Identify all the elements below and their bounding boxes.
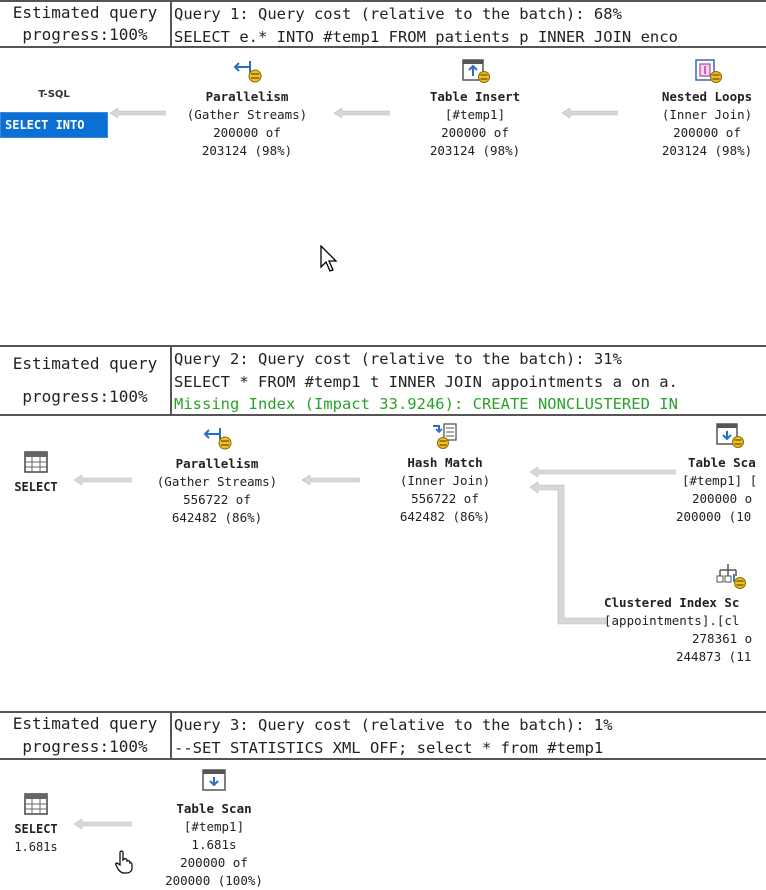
flow-arrow <box>110 108 166 118</box>
node-estimate: 203124 (98%) <box>661 143 753 158</box>
flow-arrow <box>562 108 618 118</box>
flow-arrow <box>74 475 132 485</box>
node-title: Table Sca <box>688 455 756 470</box>
table-scan-icon <box>716 423 744 448</box>
select-into-node[interactable]: SELECT INTO <box>0 112 108 138</box>
table-scan-node[interactable]: Table Scan [#temp1] 1.681s 200000 of 200… <box>146 768 282 890</box>
estimated-label: Estimated query <box>12 3 158 22</box>
table-scan-node[interactable]: Table Sca [#temp1] [ 200000 o 200000 (10 <box>674 422 766 526</box>
hand-pointer-icon <box>115 850 133 874</box>
select-icon <box>24 793 48 815</box>
node-estimate: 200000 (100%) <box>165 873 263 888</box>
tsql-label: T-SQL <box>38 89 70 100</box>
progress-label: progress:100% <box>22 387 148 407</box>
query2-info: Query 2: Query cost (relative to the bat… <box>174 347 766 414</box>
table-scan-icon <box>202 769 226 791</box>
node-title: Parallelism <box>175 456 259 471</box>
flow-arrow <box>334 108 390 118</box>
nested-loops-node[interactable]: Nested Loops (Inner Join) 200000 of 2031… <box>636 58 766 160</box>
parallelism-icon <box>203 428 232 450</box>
hash-match-node[interactable]: Hash Match (Inner Join) 556722 of 642482… <box>374 422 516 526</box>
node-estimate: 203124 (98%) <box>201 143 293 158</box>
table-insert-icon <box>462 59 490 83</box>
node-rows: 556722 of <box>183 492 251 507</box>
query3-sql: --SET STATISTICS XML OFF; select * from … <box>174 738 604 757</box>
node-estimate: 642482 (86%) <box>171 510 263 525</box>
node-title: Parallelism <box>205 89 289 104</box>
query1-progress-box: Estimated query progress:100% <box>0 2 172 46</box>
nested-loops-icon <box>695 59 722 83</box>
query3-cost: Query 3: Query cost (relative to the bat… <box>174 716 613 734</box>
query2-sql: SELECT * FROM #temp1 t INNER JOIN appoin… <box>174 372 678 391</box>
hash-match-icon <box>433 423 457 449</box>
node-title: SELECT <box>14 822 58 836</box>
node-subtitle: [appointments].[cl <box>604 613 740 628</box>
node-title: Hash Match <box>407 455 483 470</box>
select-icon <box>24 451 48 473</box>
query1-root[interactable]: T-SQL SELECT INTO <box>0 86 108 138</box>
flow-arrow-elbow <box>530 481 607 625</box>
query2-select-node[interactable]: SELECT <box>2 450 70 496</box>
clustered-index-scan-icon <box>716 564 746 589</box>
missing-index-hint[interactable]: Missing Index (Impact 33.9246): CREATE N… <box>174 395 678 413</box>
node-time: 1.681s <box>14 840 58 854</box>
query2-progress-box: Estimated query progress:100% <box>0 347 172 414</box>
flow-arrow <box>530 467 676 477</box>
flow-arrow <box>302 475 360 485</box>
query3-progress-box: Estimated query progress:100% <box>0 713 172 758</box>
node-subtitle: [#temp1] <box>444 107 506 122</box>
parallelism-icon <box>233 61 262 83</box>
node-rows: 200000 of <box>213 125 281 140</box>
node-title: SELECT <box>14 480 58 494</box>
node-subtitle: (Gather Streams) <box>156 474 278 489</box>
query2-header: Estimated query progress:100% Query 2: Q… <box>0 345 766 416</box>
node-subtitle: [#temp1] <box>183 819 245 834</box>
node-rows: 556722 of <box>411 491 479 506</box>
node-rows: 200000 of <box>180 855 248 870</box>
node-rows: 200000 of <box>441 125 509 140</box>
parallelism-node[interactable]: Parallelism (Gather Streams) 200000 of 2… <box>176 58 318 160</box>
query3-info: Query 3: Query cost (relative to the bat… <box>174 713 766 758</box>
query1-info: Query 1: Query cost (relative to the bat… <box>174 2 766 46</box>
query1-cost: Query 1: Query cost (relative to the bat… <box>174 5 622 23</box>
node-rows: 200000 of <box>673 125 741 140</box>
query3-select-node[interactable]: SELECT 1.681s <box>2 792 70 856</box>
node-title: Table Insert <box>429 89 521 104</box>
clustered-index-scan-node[interactable]: Clustered Index Sc [appointments].[cl 27… <box>604 562 766 666</box>
query3-header: Estimated query progress:100% Query 3: Q… <box>0 711 766 760</box>
node-estimate: 642482 (86%) <box>399 509 491 524</box>
node-subtitle: (Inner Join) <box>661 107 753 122</box>
node-time: 1.681s <box>191 837 237 852</box>
node-subtitle: (Gather Streams) <box>186 107 308 122</box>
node-estimate: 244873 (11 <box>676 649 752 664</box>
parallelism-node[interactable]: Parallelism (Gather Streams) 556722 of 6… <box>146 425 288 527</box>
node-title: Nested Loops <box>661 89 753 104</box>
node-estimate: 203124 (98%) <box>429 143 521 158</box>
query1-sql: SELECT e.* INTO #temp1 FROM patients p I… <box>174 27 678 46</box>
node-subtitle: [#temp1] [ <box>682 473 758 488</box>
node-title: Table Scan <box>176 801 252 816</box>
node-rows: 200000 o <box>692 491 753 506</box>
query2-cost: Query 2: Query cost (relative to the bat… <box>174 350 622 368</box>
mouse-pointer-icon <box>320 245 338 272</box>
progress-label: progress:100% <box>22 25 148 44</box>
node-estimate: 200000 (10 <box>676 509 752 524</box>
estimated-label: Estimated query <box>12 714 158 734</box>
node-rows: 278361 o <box>692 631 753 646</box>
estimated-label: Estimated query <box>12 353 158 373</box>
flow-arrow <box>74 819 132 829</box>
progress-label: progress:100% <box>22 736 148 756</box>
node-subtitle: (Inner Join) <box>399 473 491 488</box>
query1-header: Estimated query progress:100% Query 1: Q… <box>0 0 766 48</box>
table-insert-node[interactable]: Table Insert [#temp1] 200000 of 203124 (… <box>404 58 546 160</box>
node-title: Clustered Index Sc <box>604 595 740 610</box>
